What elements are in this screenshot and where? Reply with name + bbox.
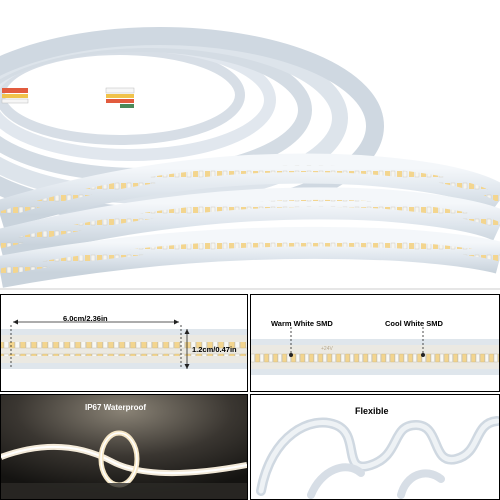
warm-white-smd-label: Warm White SMD — [271, 319, 333, 328]
width-dimension-label: 6.0cm/2.36in — [63, 314, 108, 323]
waterproof-title: IP67 Waterproof — [85, 403, 147, 412]
wire-connector-right — [105, 87, 135, 108]
wire-connector-left — [1, 88, 29, 104]
smd-types-panel: +24V Warm White SMD Cool White SMD — [250, 294, 500, 392]
hero-led-strip-coil-photo — [0, 27, 500, 288]
dimensions-panel: 6.0cm/2.36in 1.2cm/0.47in — [0, 294, 248, 392]
smd-closeup-illustration — [251, 327, 499, 375]
flexible-title: Flexible — [355, 406, 389, 416]
strip-dimension-illustration — [1, 319, 247, 369]
led-strip-coil-illustration — [0, 27, 500, 288]
waterproof-panel: IP67 Waterproof — [0, 394, 248, 500]
waterproof-photo-illustration — [1, 395, 247, 499]
cool-white-smd-label: Cool White SMD — [385, 319, 443, 328]
flexible-strip-illustration — [256, 416, 499, 499]
section-divider — [0, 288, 500, 290]
flexible-panel: Flexible — [250, 394, 500, 500]
height-dimension-label: 1.2cm/0.47in — [192, 345, 237, 354]
strip-voltage-marking: +24V — [321, 346, 333, 352]
